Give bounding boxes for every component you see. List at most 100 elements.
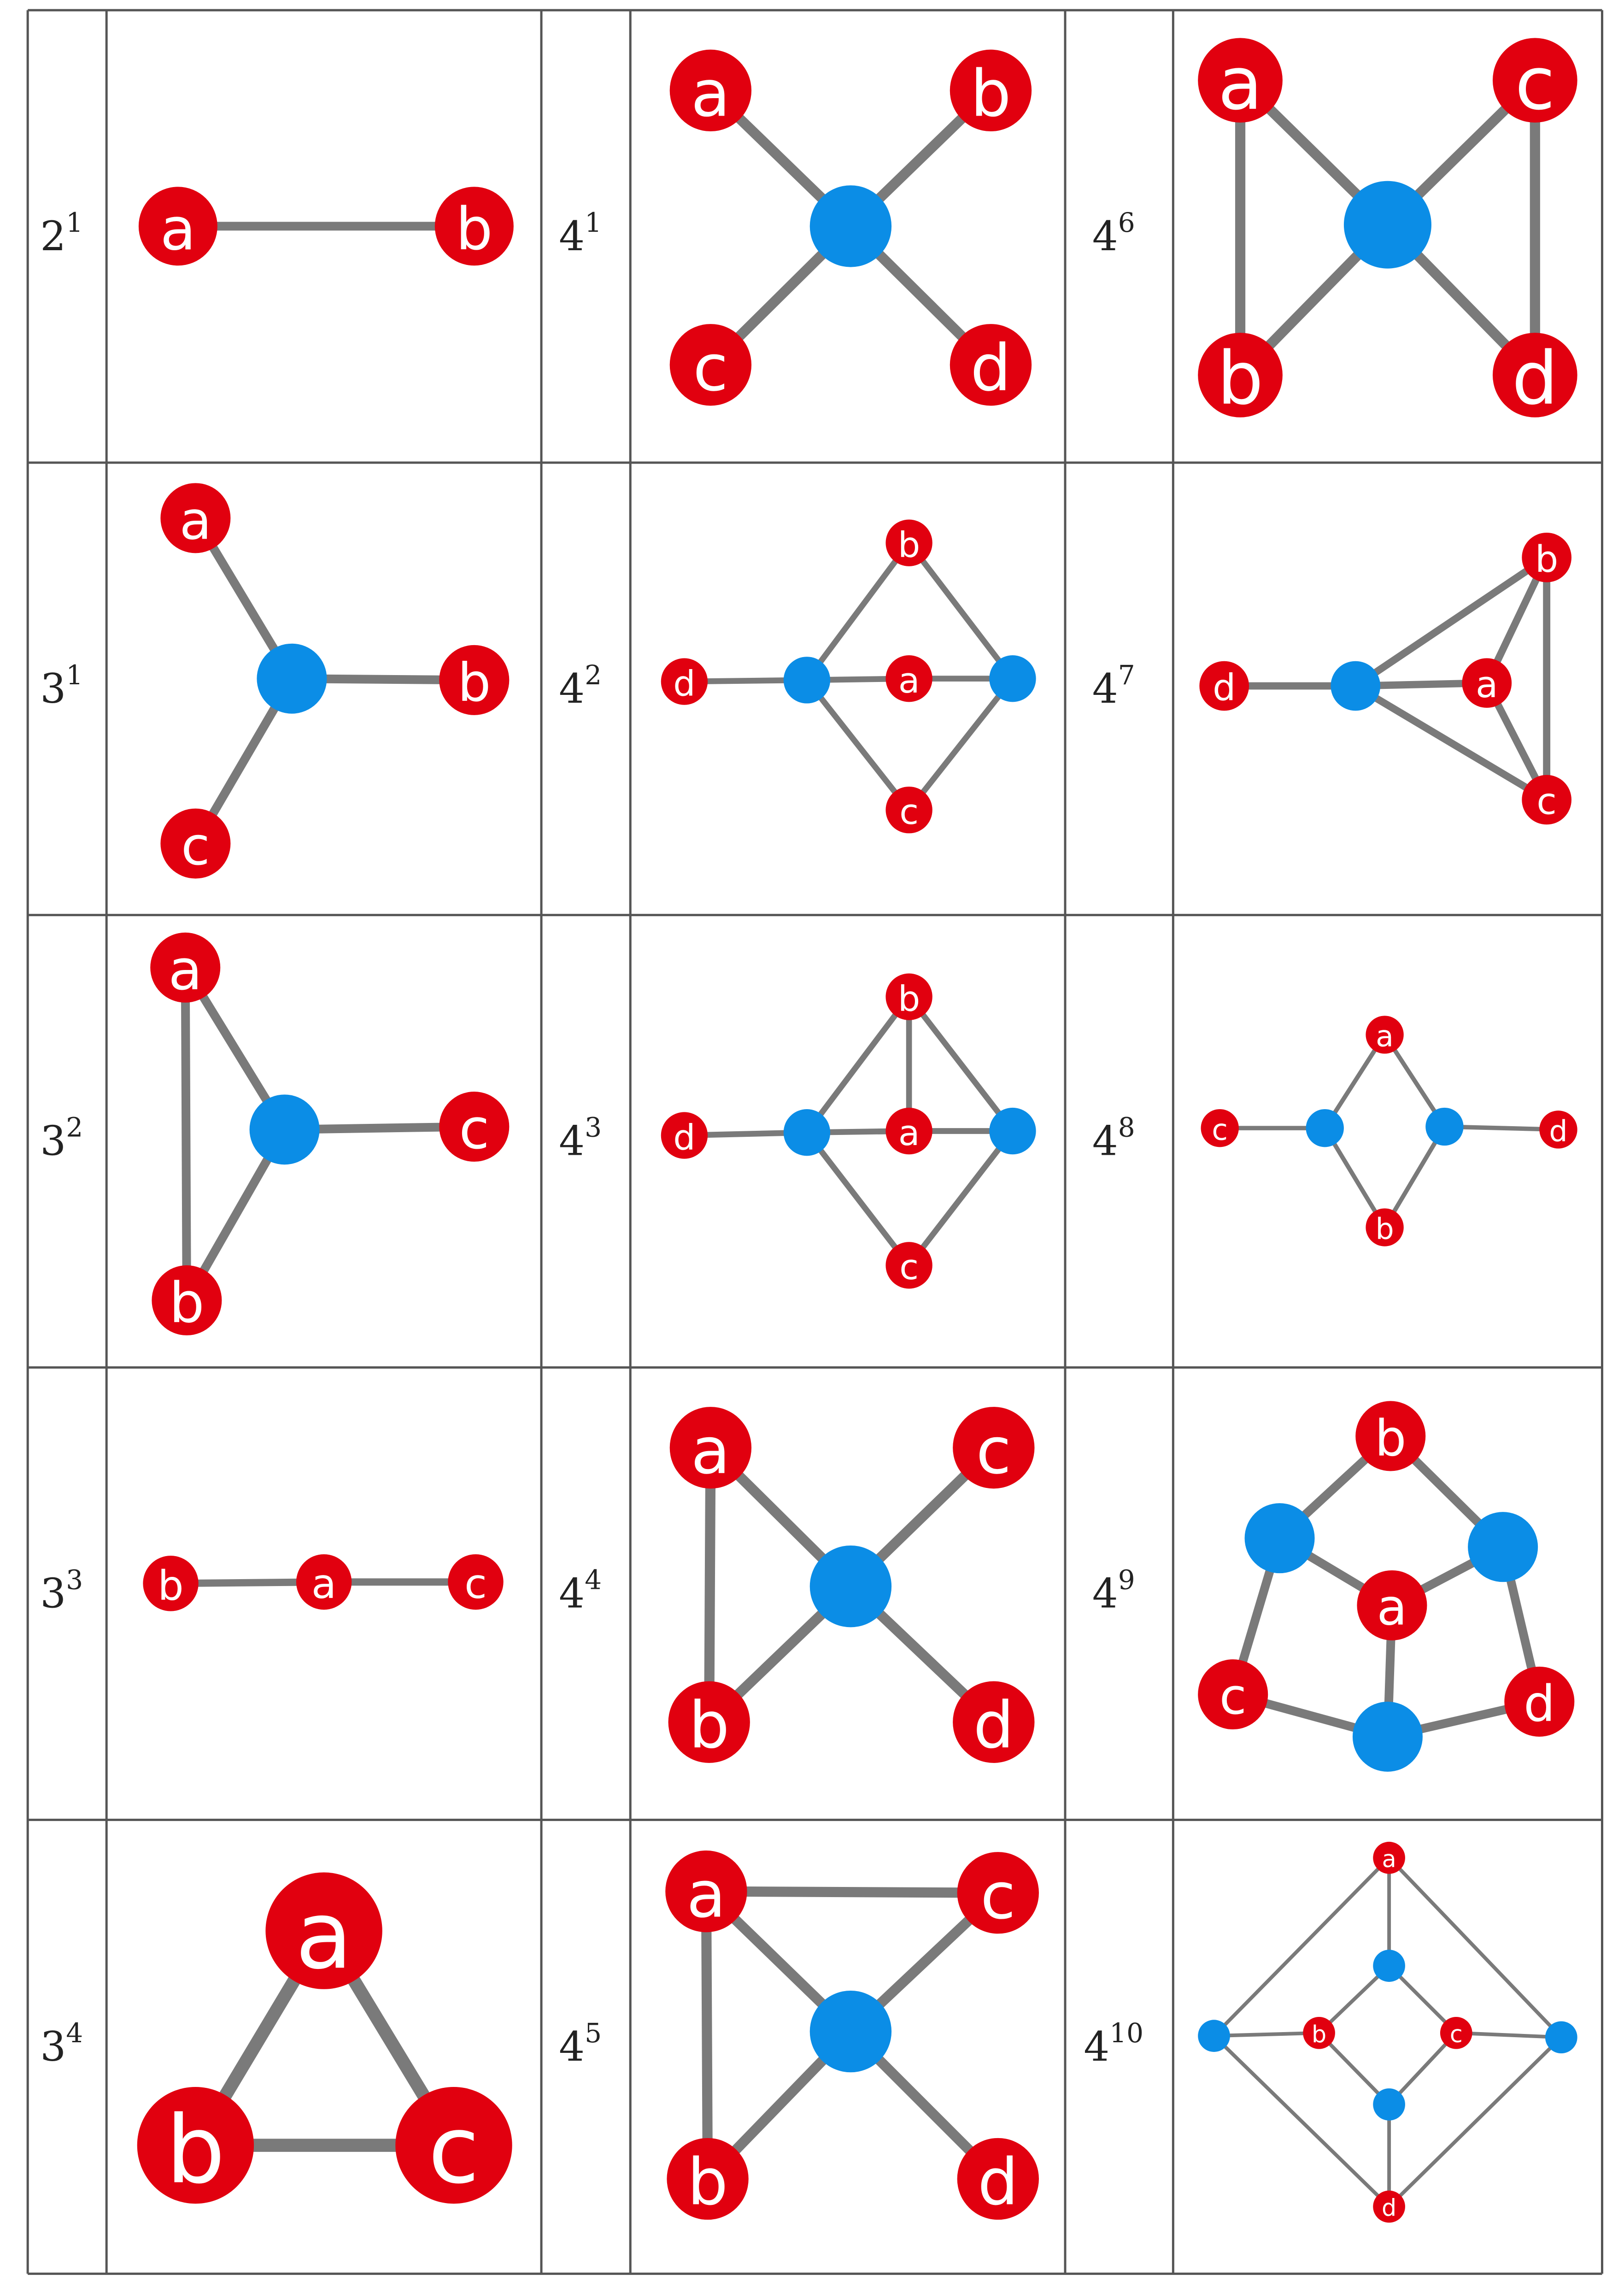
- terminal-node: [1357, 1570, 1427, 1640]
- graph-label-superscript: 2: [66, 1112, 83, 1143]
- table-grid-lines: [26, 9, 1603, 2275]
- terminal-node: [137, 2086, 254, 2204]
- node-label: d: [673, 1117, 695, 1158]
- node-label: b: [970, 56, 1011, 131]
- terminal-node: [669, 324, 752, 406]
- node-label: c: [459, 1097, 489, 1162]
- graph-edge: [1387, 2031, 1458, 2106]
- terminal-node: [950, 324, 1032, 406]
- graph-edge: [804, 540, 912, 683]
- graph-edge: [701, 1886, 713, 2184]
- node-label: d: [1512, 336, 1559, 421]
- graph-label: 46: [1092, 207, 1135, 260]
- graph-edge: [1212, 1856, 1391, 2038]
- node-label: a: [691, 56, 730, 131]
- terminal-node: [668, 1681, 750, 1763]
- node-label: c: [980, 1859, 1016, 1934]
- graph-edge: [906, 540, 1016, 682]
- graph-edge: [1442, 1124, 1561, 1132]
- graph-label-superscript: 10: [1109, 2017, 1143, 2049]
- terminal-node: [885, 1242, 932, 1289]
- graph-label-superscript: 4: [66, 2017, 83, 2049]
- terminal-node: [1440, 2016, 1472, 2049]
- graph-edge: [1352, 553, 1551, 690]
- node-label: c: [899, 791, 919, 832]
- graph-label-superscript: 1: [66, 207, 83, 238]
- terminal-node: [1366, 1208, 1404, 1246]
- terminal-node: [953, 1681, 1035, 1763]
- terminal-node: [434, 187, 514, 266]
- hidden-node: [1343, 181, 1431, 269]
- node-label: b: [1535, 538, 1558, 581]
- graph-label-base: 4: [1092, 1569, 1118, 1617]
- graph-label-base: 4: [559, 1117, 585, 1165]
- node-label: b: [1312, 2021, 1326, 2048]
- graph-label: 43: [559, 1112, 602, 1165]
- terminal-node: [669, 49, 752, 132]
- node-label: a: [311, 1560, 336, 1608]
- graph-edges: [681, 540, 1016, 813]
- terminal-node: [1355, 1401, 1426, 1471]
- node-label: a: [686, 1857, 726, 1932]
- node-label: d: [1213, 667, 1236, 709]
- terminal-node: [950, 49, 1032, 132]
- graph-edge: [701, 1886, 1003, 1898]
- terminal-node: [957, 1852, 1039, 1934]
- terminal-node: [669, 1407, 752, 1489]
- graph-edge: [1212, 2031, 1321, 2038]
- graph-label-superscript: 1: [585, 207, 602, 238]
- terminal-node: [661, 1112, 708, 1159]
- hidden-node: [1331, 661, 1381, 711]
- node-label: a: [160, 195, 196, 263]
- hidden-node: [783, 657, 831, 704]
- node-label: b: [457, 652, 491, 713]
- graph-edge: [804, 1129, 912, 1269]
- graph-label-superscript: 6: [1118, 207, 1135, 238]
- node-label: a: [898, 1112, 920, 1153]
- node-label: b: [169, 1271, 204, 1335]
- terminal-node: [1522, 775, 1571, 825]
- hidden-node: [1545, 2021, 1577, 2054]
- graph-label-superscript: 7: [1118, 659, 1135, 691]
- graph-label: 41: [559, 207, 602, 260]
- graph-label: 21: [40, 207, 83, 260]
- terminal-node: [665, 1850, 747, 1933]
- terminal-node: [885, 519, 932, 566]
- graph-edge: [906, 676, 1016, 813]
- terminal-node: [1199, 661, 1249, 711]
- node-label: b: [1375, 1410, 1406, 1467]
- graph-edges: [181, 963, 479, 1305]
- terminal-node: [1373, 1841, 1405, 1874]
- graph-edge: [1454, 2031, 1563, 2039]
- graph-edges: [191, 513, 479, 848]
- node-label: d: [673, 663, 695, 704]
- graph-edge: [1382, 1124, 1447, 1230]
- graph-edge: [1387, 2035, 1563, 2209]
- graph-nodes: abc: [160, 483, 510, 879]
- terminal-node: [160, 483, 231, 553]
- terminal-node: [1201, 1109, 1239, 1147]
- graph-label: 31: [40, 659, 83, 712]
- terminal-node: [439, 645, 510, 715]
- terminal-node: [152, 1265, 222, 1335]
- node-label: a: [1377, 1579, 1407, 1637]
- graph-label-superscript: 1: [66, 659, 83, 691]
- terminal-node: [439, 1092, 510, 1162]
- node-label: b: [687, 2145, 728, 2219]
- node-label: b: [158, 1562, 183, 1609]
- node-label: c: [976, 1414, 1011, 1488]
- terminal-node: [885, 787, 932, 834]
- terminal-node: [160, 808, 231, 879]
- graph-label-base: 3: [40, 665, 66, 712]
- graph-label: 45: [559, 2017, 602, 2070]
- node-label: c: [1212, 1112, 1228, 1146]
